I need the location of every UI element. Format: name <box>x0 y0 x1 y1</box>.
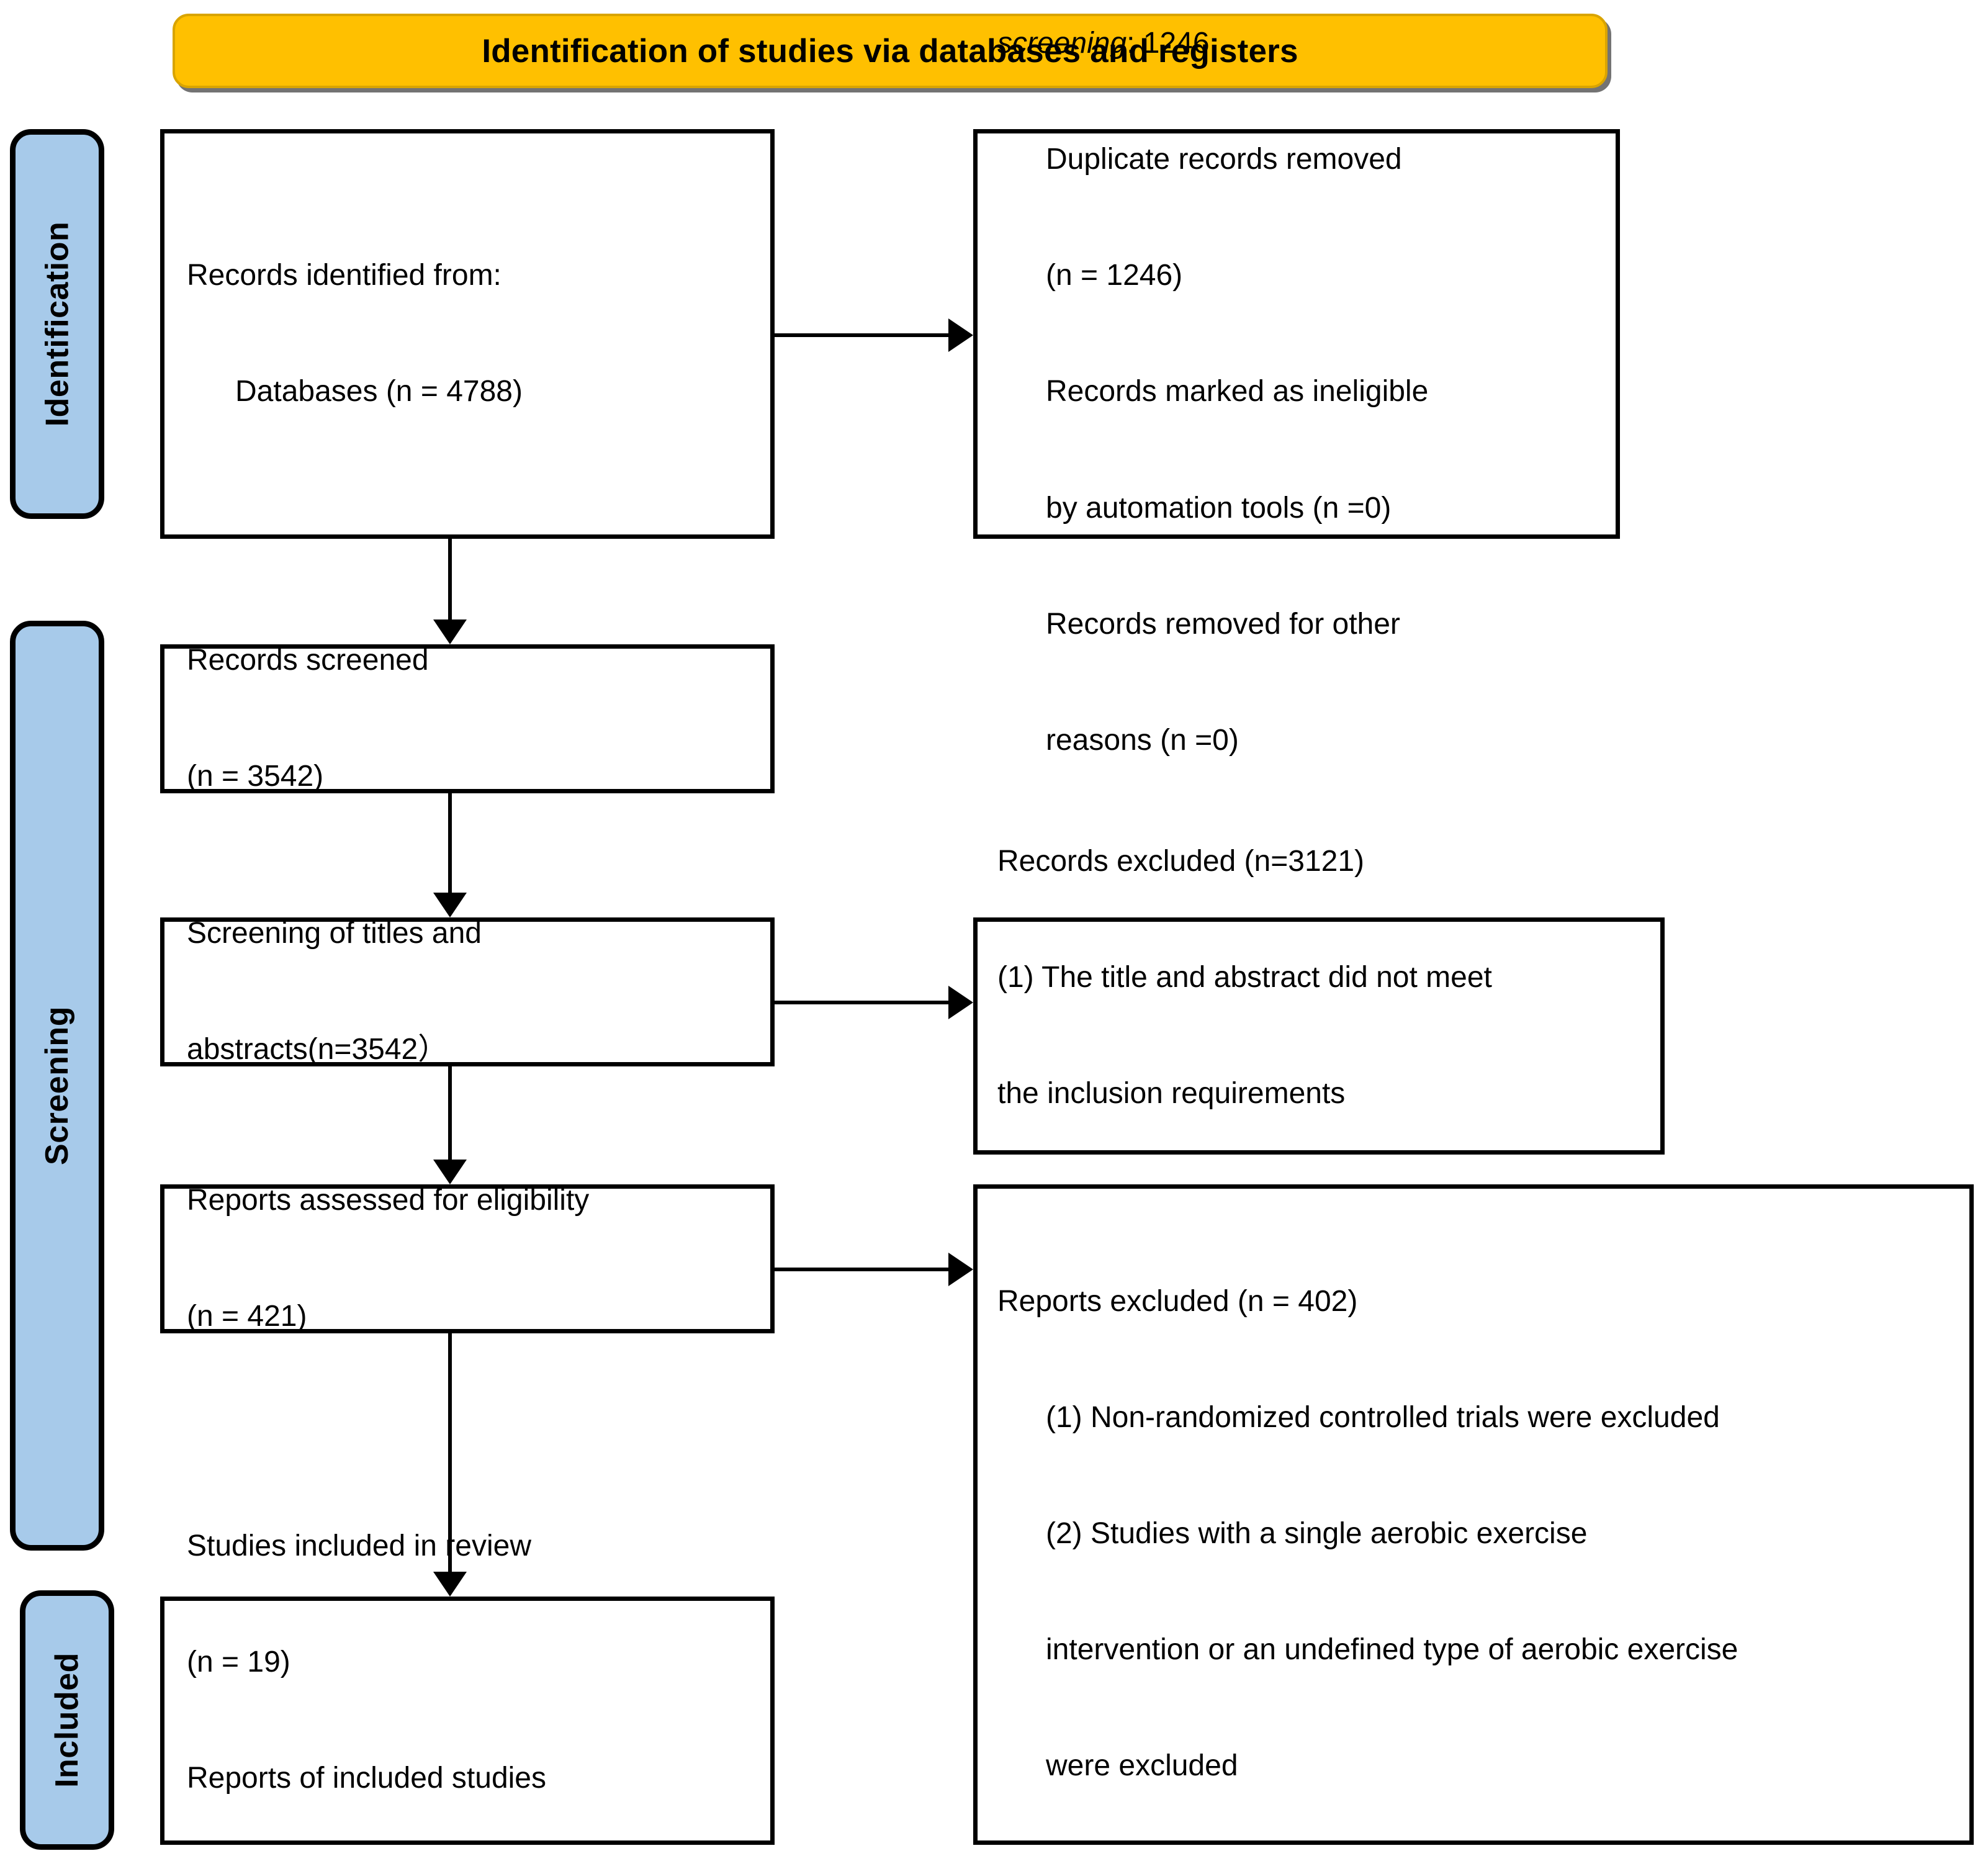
records-removed-line-8: reasons (n =0) <box>1046 723 1239 757</box>
box-studies-included-text: Studies included in review (n = 19) Repo… <box>164 1449 770 1856</box>
records-excluded-line-2: (1) The title and abstract did not meet <box>997 961 1492 994</box>
records-removed-line-7: Records removed for other <box>1046 607 1400 641</box>
connector-titles-to-eligibility-arrow <box>433 1160 467 1184</box>
connector-screened-to-titles-line <box>448 793 452 893</box>
studies-included-line-2: (n = 19) <box>187 1646 290 1679</box>
box-reports-excluded-text: Reports excluded (n = 402) (1) Non-rando… <box>978 1205 1969 1856</box>
connector-eligibility-to-included-line <box>448 1333 452 1572</box>
stage-label-screening: Screening <box>10 621 104 1551</box>
box-reports-assessed-text: Reports assessed for eligibility (n = 42… <box>164 1104 770 1413</box>
box-reports-excluded: Reports excluded (n = 402) (1) Non-rando… <box>973 1184 1974 1845</box>
box-reports-assessed-eligibility: Reports assessed for eligibility (n = 42… <box>160 1184 775 1333</box>
connector-eligibility-to-reports-excluded-line <box>775 1268 948 1271</box>
box-studies-included: Studies included in review (n = 19) Repo… <box>160 1529 775 1845</box>
box-records-identified: Records identified from: Databases (n = … <box>160 129 775 539</box>
records-removed-line-2-post: : 1246 <box>1127 26 1210 60</box>
box-records-screened: Records screened (n = 3542) <box>160 644 775 793</box>
box-records-removed-before-screening: Records removed before screening: 1246 D… <box>973 27 1620 757</box>
stage-label-identification: Identification <box>10 129 104 519</box>
records-screened-line-2: (n = 3542) <box>187 760 324 793</box>
connector-eligibility-to-reports-excluded-arrow <box>948 1253 973 1286</box>
box-records-removed-text: Records removed before screening: 1246 D… <box>978 0 1616 837</box>
box-records-screened-text: Records screened (n = 3542) <box>164 564 770 873</box>
screening-titles-line-2: abstracts(n=3542） <box>187 1033 448 1066</box>
connector-titles-to-records-excluded-arrow <box>948 986 973 1019</box>
reports-excluded-item-2c: were excluded <box>1046 1749 1238 1783</box>
records-identified-line-2: Databases (n = 4788) <box>235 375 523 408</box>
reports-assessed-line-2: (n = 421) <box>187 1300 307 1333</box>
connector-identified-to-screened-line <box>448 539 452 619</box>
box-screening-titles-text: Screening of titles and abstracts(n=3542… <box>164 837 770 1146</box>
banner-title: Identification of studies via databases … <box>482 32 1298 70</box>
stage-label-identification-text: Identification <box>39 221 75 427</box>
records-removed-line-2: screening: 1246 <box>997 24 1602 63</box>
connector-titles-to-records-excluded-line <box>775 1001 948 1004</box>
records-excluded-line-3: the inclusion requirements <box>997 1077 1346 1110</box>
reports-excluded-header: Reports excluded (n = 402) <box>997 1284 1358 1318</box>
stage-label-screening-text: Screening <box>39 1006 76 1165</box>
connector-titles-to-eligibility-line <box>448 1066 452 1160</box>
reports-assessed-line-1: Reports assessed for eligibility <box>187 1184 590 1217</box>
connector-identified-to-removed-arrow <box>948 318 973 352</box>
diagram-header-banner: Identification of studies via databases … <box>173 14 1608 88</box>
stage-label-included: Included <box>20 1590 114 1850</box>
box-records-excluded: Records excluded (n=3121) (1) The title … <box>973 845 1665 1227</box>
records-removed-line-2-em: screening <box>997 26 1127 60</box>
records-removed-line-5: Records marked as ineligible <box>1046 375 1429 408</box>
records-removed-line-6: by automation tools (n =0) <box>1046 491 1392 525</box>
screening-titles-line-1: Screening of titles and <box>187 917 482 950</box>
studies-included-line-1: Studies included in review <box>187 1529 531 1563</box>
connector-identified-to-screened-arrow <box>433 619 467 644</box>
connector-identified-to-removed-line <box>775 333 948 337</box>
records-excluded-line-1: Records excluded (n=3121) <box>997 845 1365 878</box>
reports-excluded-item-2a: (2) Studies with a single aerobic exerci… <box>1046 1517 1588 1551</box>
records-removed-line-3: Duplicate records removed <box>1046 143 1402 176</box>
reports-excluded-item-2b: intervention or an undefined type of aer… <box>1046 1633 1738 1667</box>
reports-excluded-item-1: (1) Non-randomized controlled trials wer… <box>1046 1400 1720 1434</box>
stage-label-included-text: Included <box>49 1652 86 1788</box>
connector-eligibility-to-included-arrow <box>433 1572 467 1597</box>
box-records-identified-text: Records identified from: Databases (n = … <box>164 179 770 489</box>
box-screening-titles-abstracts: Screening of titles and abstracts(n=3542… <box>160 917 775 1066</box>
records-removed-line-4: (n = 1246) <box>1046 259 1183 292</box>
connector-screened-to-titles-arrow <box>433 893 467 917</box>
records-screened-line-1: Records screened <box>187 644 429 677</box>
studies-included-line-3: Reports of included studies <box>187 1762 546 1795</box>
records-identified-line-1: Records identified from: <box>187 259 501 292</box>
